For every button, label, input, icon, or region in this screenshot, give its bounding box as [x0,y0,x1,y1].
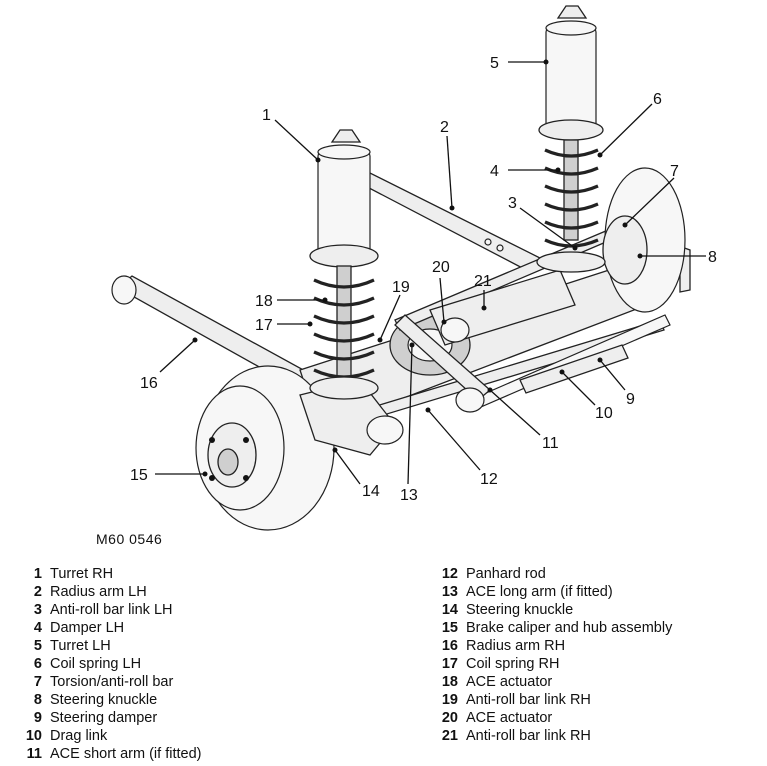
legend-item: 15 Brake caliper and hub assembly [436,619,672,637]
callout-20: 20 [432,259,450,276]
legend-item: 11 ACE short arm (if fitted) [20,745,202,763]
callout-5: 5 [490,55,499,72]
callout-2: 2 [440,119,449,136]
legend-item: 8 Steering knuckle [20,691,201,709]
legend-item: 14 Steering knuckle [436,601,672,619]
callout-6: 6 [653,91,662,108]
callout-14: 14 [362,483,380,500]
legend-item: 9 Steering damper [20,709,201,727]
legend-number: 7 [33,674,42,690]
legend-number: 5 [33,638,42,654]
legend-item: 20 ACE actuator [436,709,672,727]
legend-label: Turret LH [50,638,111,654]
callout-labels: 1 2 3 4 5 6 7 8 9 10 11 12 13 14 15 16 1… [130,55,717,504]
legend-number: 2 [33,584,42,600]
legend-number: 13 [441,584,458,600]
legend-item: 13 ACE long arm (if fitted) [436,583,672,601]
callout-19: 19 [392,279,410,296]
brake-disc-rh [195,365,335,531]
legend-label: Steering knuckle [50,692,158,708]
legend-left-column: 1 Turret RH 2 Radius arm LH 3 Anti-roll bar… [20,565,202,763]
legend-number: 6 [33,656,42,672]
legend-label: Drag link [50,728,108,744]
legend-number: 9 [33,710,42,726]
legend-item: 17 Coil spring RH [436,655,672,673]
figure-reference: M60 0546 [96,531,163,547]
legend-item: 4 Damper LH [20,619,201,637]
legend-item: 7 Torsion/anti-roll bar [20,673,201,691]
legend-right-column: 12 Panhard rod 13 ACE long arm (if fitted)… [436,565,672,745]
legend-label: Anti-roll bar link RH [466,728,591,744]
legend-label: ACE actuator [466,674,553,690]
ace-actuator [429,269,576,346]
legend-number: 11 [26,746,42,762]
legend-item: 3 Anti-roll bar link LH [20,601,201,619]
legend-number: 4 [33,620,42,636]
callout-16: 16 [140,375,158,392]
legend-number: 17 [441,656,458,672]
legend-label: Coil spring RH [466,656,560,672]
legend-item: 19 Anti-roll bar link RH [436,691,672,709]
legend-number: 10 [25,728,42,744]
legend-item: 1 Turret RH [20,565,201,583]
leader-lines [155,59,706,485]
callout-10: 10 [595,405,613,422]
legend-item: 21 Anti-roll bar link RH [436,727,672,745]
callout-4: 4 [490,163,499,180]
legend-label: Steering knuckle [466,602,574,618]
callout-18: 18 [255,293,273,310]
callout-11: 11 [542,435,559,452]
callout-13: 13 [400,487,418,504]
legend-label: ACE short arm (if fitted) [50,746,202,762]
legend-label: Torsion/anti-roll bar [50,674,174,690]
brake-disc-lh [602,167,686,313]
legend-label: Radius arm LH [50,584,147,600]
legend-label: Coil spring LH [50,656,142,672]
radius-arm-rh [111,275,320,393]
legend-number: 3 [33,602,42,618]
callout-1: 1 [262,107,271,124]
steering-knuckle-rh [299,379,404,456]
legend-number: 1 [33,566,42,582]
legend-number: 15 [441,620,458,636]
legend-item: 16 Radius arm RH [436,637,672,655]
callout-21: 21 [474,273,492,290]
legend-label: Brake caliper and hub assembly [466,620,673,636]
legend-number: 14 [441,602,458,618]
callout-12: 12 [480,471,498,488]
legend-item: 12 Panhard rod [436,565,672,583]
callout-17: 17 [255,317,273,334]
legend-item: 10 Drag link [20,727,201,745]
legend-number: 19 [441,692,458,708]
legend-label: ACE actuator [466,710,553,726]
legend-number: 16 [441,638,458,654]
damper-rh [309,129,379,400]
callout-7: 7 [670,163,679,180]
legend-label: ACE long arm (if fitted) [466,584,613,600]
callout-9: 9 [626,391,635,408]
callout-3: 3 [508,195,517,212]
callout-15: 15 [130,467,148,484]
legend-label: Anti-roll bar link LH [50,602,173,618]
legend-label: Turret RH [50,566,114,582]
legend-item: 6 Coil spring LH [20,655,201,673]
legend-number: 12 [441,566,458,582]
legend-label: Anti-roll bar link RH [466,692,591,708]
damper-lh [536,5,606,273]
legend-item: 18 ACE actuator [436,673,672,691]
suspension-diagram: 1 2 3 4 5 6 7 8 9 10 11 12 13 14 15 16 1… [111,5,717,531]
legend-label: Steering damper [50,710,158,726]
legend-label: Radius arm RH [466,638,566,654]
legend-number: 21 [441,728,458,744]
legend-item: 5 Turret LH [20,637,201,655]
legend-number: 18 [441,674,458,690]
legend-label: Panhard rod [466,566,546,582]
legend-number: 8 [33,692,42,708]
legend-number: 20 [441,710,458,726]
legend-item: 2 Radius arm LH [20,583,201,601]
callout-8: 8 [708,249,717,266]
legend-label: Damper LH [50,620,125,636]
